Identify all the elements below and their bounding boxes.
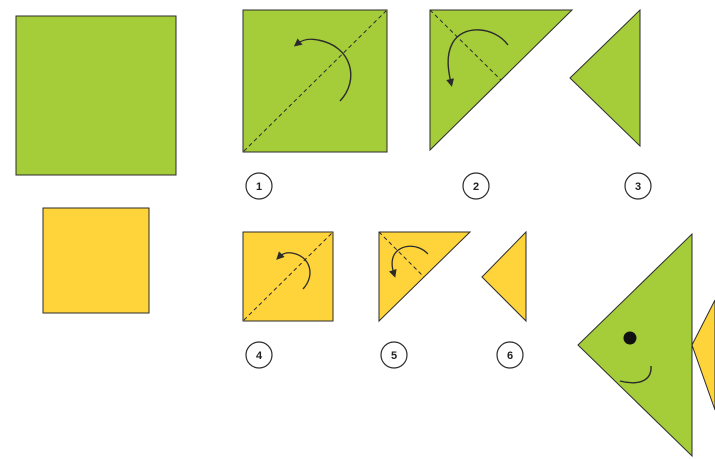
step-4-diagram: [243, 232, 333, 321]
step-6-number: 6: [507, 350, 513, 362]
step-2-badge: 2: [463, 173, 489, 199]
step-2-number: 2: [473, 181, 479, 193]
step-3-number: 3: [635, 181, 641, 193]
fish-tail: [692, 300, 715, 410]
fish-eye: [624, 332, 637, 345]
step-4-number: 4: [256, 350, 263, 362]
step-5-diagram: [379, 232, 470, 321]
step-5-badge: 5: [381, 342, 407, 368]
step-1-diagram: [243, 10, 387, 152]
step-1-badge: 1: [246, 173, 272, 199]
step-4-badge: 4: [246, 342, 272, 368]
yellow-paper-square: [43, 208, 149, 313]
step-5-triangle: [379, 232, 470, 321]
fish-body: [578, 234, 692, 456]
finished-fish: [578, 234, 715, 456]
step-5-number: 5: [391, 350, 397, 362]
step-6-badge: 6: [497, 342, 523, 368]
step-3-badge: 3: [625, 173, 651, 199]
step-6-triangle: [482, 232, 526, 321]
step-2-diagram: [430, 10, 572, 150]
green-paper-square: [16, 16, 176, 175]
step-1-number: 1: [256, 181, 262, 193]
step-3-triangle: [570, 10, 640, 146]
